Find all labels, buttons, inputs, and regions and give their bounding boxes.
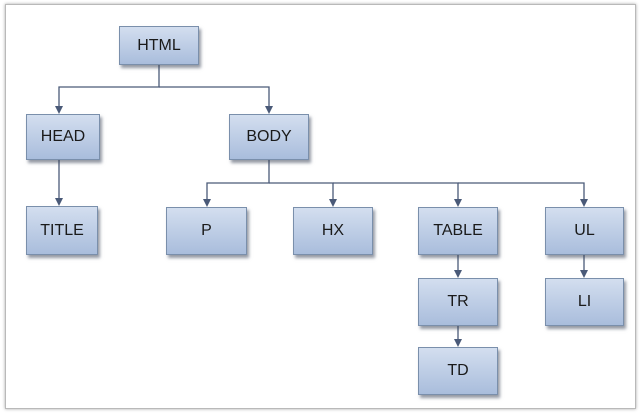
node-table: TABLE — [418, 207, 498, 255]
node-title: TITLE — [26, 206, 98, 255]
edge-body-hx — [269, 182, 337, 207]
node-td: TD — [418, 347, 498, 395]
connector-layer — [55, 65, 588, 347]
diagram-frame: HTML HEAD BODY TITLE P HX TABLE UL TR LI… — [5, 4, 636, 409]
node-html: HTML — [119, 26, 199, 65]
node-li: LI — [545, 278, 624, 326]
node-p: P — [166, 207, 247, 255]
node-head: HEAD — [26, 114, 100, 160]
node-tr: TR — [418, 278, 498, 326]
edge-html-body — [159, 86, 273, 114]
node-body: BODY — [229, 114, 309, 160]
edge-html-head — [55, 65, 160, 114]
edge-body-table — [333, 182, 462, 207]
edge-body-p — [203, 160, 270, 207]
edge-body-ul — [458, 182, 588, 207]
node-ul: UL — [545, 207, 624, 255]
node-hx: HX — [293, 207, 373, 255]
